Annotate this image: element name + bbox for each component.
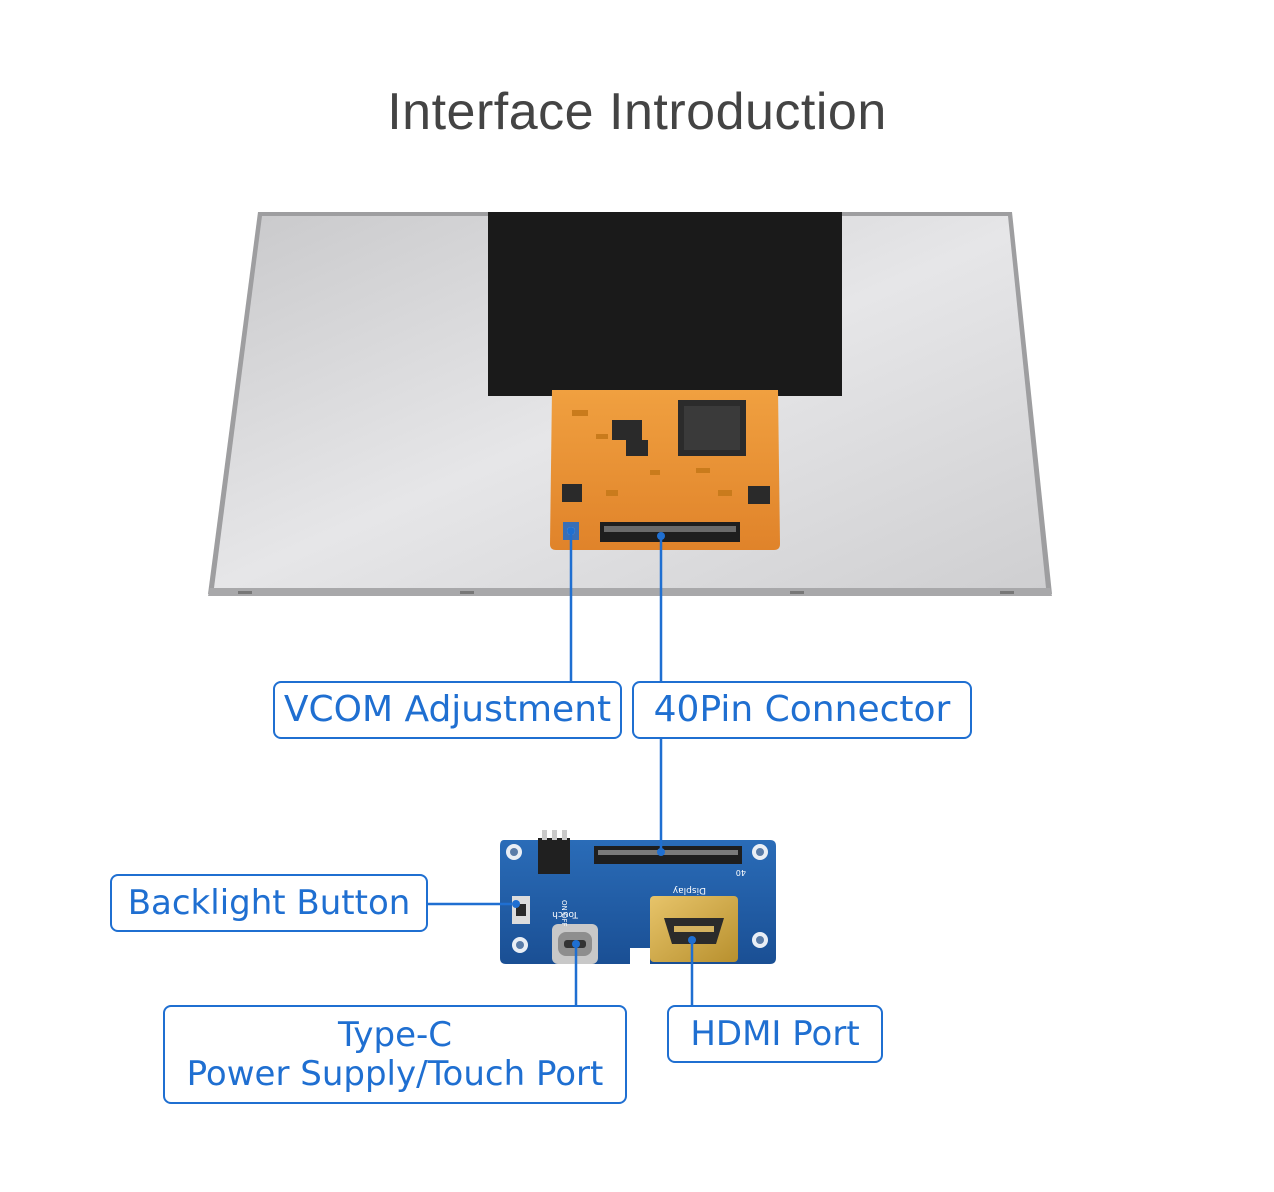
pin40-dot-bottom (657, 848, 665, 856)
pin40-dot-top (657, 532, 665, 540)
vcom-adjustment-label: VCOM Adjustment (273, 681, 622, 739)
hdmi-dot (688, 936, 696, 944)
type-c-subtitle-text: Power Supply/Touch Port (186, 1053, 604, 1094)
backlight-dot (512, 900, 520, 908)
silkscreen-pin-number: 40 (736, 868, 746, 877)
silkscreen-on-off: ON OFF (560, 900, 568, 927)
page-title: Interface Introduction (387, 83, 887, 141)
hdmi-port-text: HDMI Port (690, 1013, 860, 1054)
adapter-board (500, 830, 776, 964)
backlight-button-label: Backlight Button (110, 874, 428, 932)
40pin-connector-label: 40Pin Connector (632, 681, 972, 739)
vcom-dot (567, 527, 575, 535)
type-c-title-text: Type-C (337, 1015, 453, 1056)
40pin-connector-text: 40Pin Connector (653, 688, 951, 730)
connector-lines-top (569, 531, 663, 681)
black-tape (488, 212, 842, 396)
hdmi-port-label: HDMI Port (667, 1005, 883, 1063)
type-c-port-label: Type-C Power Supply/Touch Port (163, 1005, 627, 1104)
type-c-dot (572, 940, 580, 948)
silkscreen-display: Display (672, 885, 706, 895)
vcom-adjustment-text: VCOM Adjustment (283, 688, 612, 730)
fpc-driver-board (550, 390, 780, 550)
silkscreen-touch: Touch (552, 909, 579, 919)
connector-lines-bottom (428, 739, 694, 1005)
backlight-button-text: Backlight Button (127, 882, 411, 923)
